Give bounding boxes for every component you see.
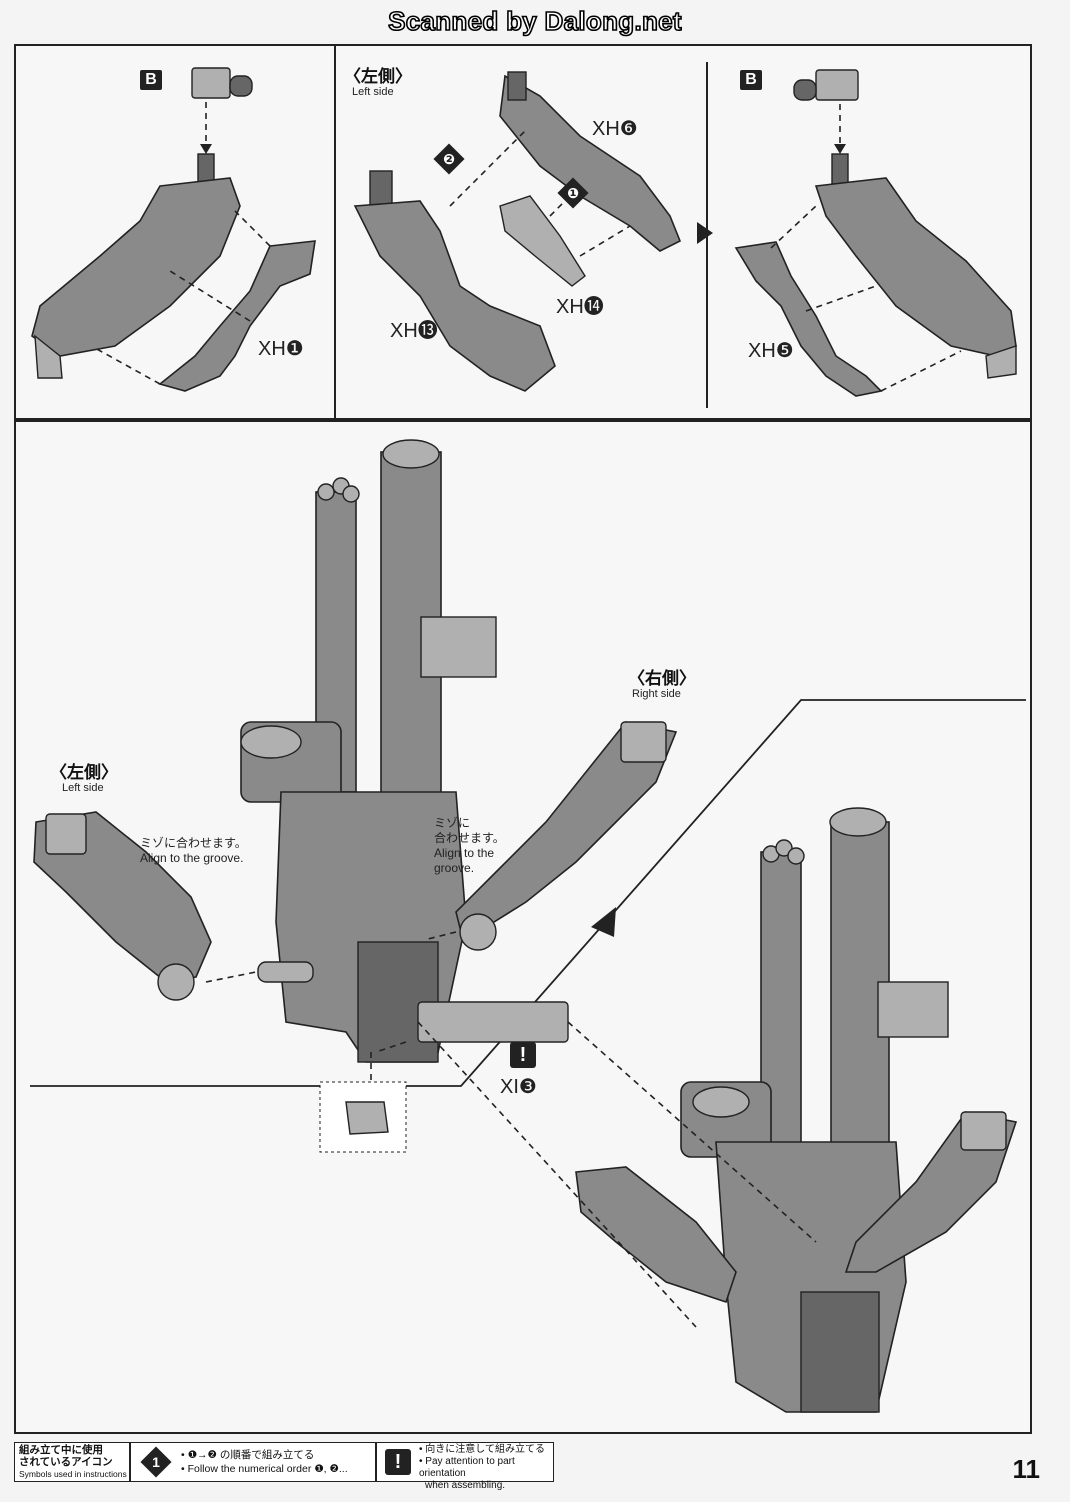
part-label-xh6: XH❻ [592, 118, 638, 140]
part-label-xi3: XI❸ [500, 1076, 537, 1098]
watermark: Scanned by Dalong.net [387, 5, 682, 37]
legend-divider [129, 1443, 131, 1481]
part-label-xh1: XH❶ [258, 338, 304, 360]
legend-caution-en-1: • Pay attention to part orientation [419, 1456, 515, 1479]
legend-step-text: • ❶→❷ の順番で組み立てる • Follow the numerical o… [181, 1448, 348, 1476]
panel3-illustration [734, 69, 1017, 397]
groove-note-left: ミゾに合わせます。 Align to the groove. [140, 836, 247, 866]
panel-divider-2 [706, 62, 708, 408]
main-illustration [30, 439, 1026, 1413]
groove-note-right-en-1: Align to the [434, 846, 495, 860]
groove-note-left-en: Align to the groove. [140, 851, 244, 865]
groove-note-right-jp-1: ミゾに [434, 816, 471, 830]
b-part-icon: B [740, 70, 762, 90]
legend-title-jp-1: 組み立て中に使用 [19, 1444, 103, 1456]
arrow-triangle [697, 222, 713, 244]
left-side-label-en: Left side [352, 86, 394, 98]
groove-note-right-jp-2: 合わせます。 [434, 831, 505, 845]
left-side-label-en: Left side [62, 782, 104, 794]
legend-divider-2 [375, 1443, 377, 1481]
legend-title-en: Symbols used in instructions [19, 1469, 127, 1479]
legend-box: 組み立て中に使用 されているアイコン Symbols used in instr… [14, 1442, 554, 1491]
legend-title: 組み立て中に使用 されているアイコン Symbols used in instr… [19, 1444, 127, 1480]
legend-step-icon: 1 [140, 1446, 172, 1478]
panel2-illustration [353, 71, 682, 392]
part-label-xh14: XH⓮ [556, 296, 604, 318]
right-side-label-en: Right side [632, 688, 681, 700]
caution-icon: ! [510, 1042, 536, 1068]
legend-caution-jp: • 向きに注意して組み立てる [419, 1444, 545, 1455]
step-2-icon: ❷ [433, 143, 465, 175]
left-side-label-jp: 〈左側〉 [344, 67, 412, 86]
legend-caution-icon: ! [385, 1449, 411, 1475]
legend-title-jp-2: されているアイコン [19, 1456, 113, 1468]
part-label-xh13: XH⓭ [390, 320, 438, 342]
step-1-icon: ❶ [557, 177, 589, 209]
groove-note-left-jp: ミゾに合わせます。 [140, 836, 247, 850]
page-number: 11 [1012, 1454, 1041, 1484]
groove-note-right-en-2: groove. [434, 861, 475, 875]
b-part-icon: B [140, 70, 162, 90]
right-side-label-jp: 〈右側〉 [628, 669, 696, 688]
legend-step-jp: • ❶→❷ の順番で組み立てる [181, 1449, 315, 1461]
groove-note-right: ミゾに 合わせます。 Align to the groove. [434, 816, 505, 876]
left-side-label-jp: 〈左側〉 [50, 763, 118, 782]
part-label-xh5: XH❺ [748, 340, 794, 362]
legend-step-en: • Follow the numerical order ❶, ❷... [181, 1463, 348, 1475]
legend-caution-en-2: when assembling. [425, 1480, 506, 1491]
panel-divider-1 [334, 46, 336, 418]
panel1-illustration [31, 67, 316, 392]
legend-caution-text: • 向きに注意して組み立てる • Pay attention to part o… [419, 1444, 553, 1492]
